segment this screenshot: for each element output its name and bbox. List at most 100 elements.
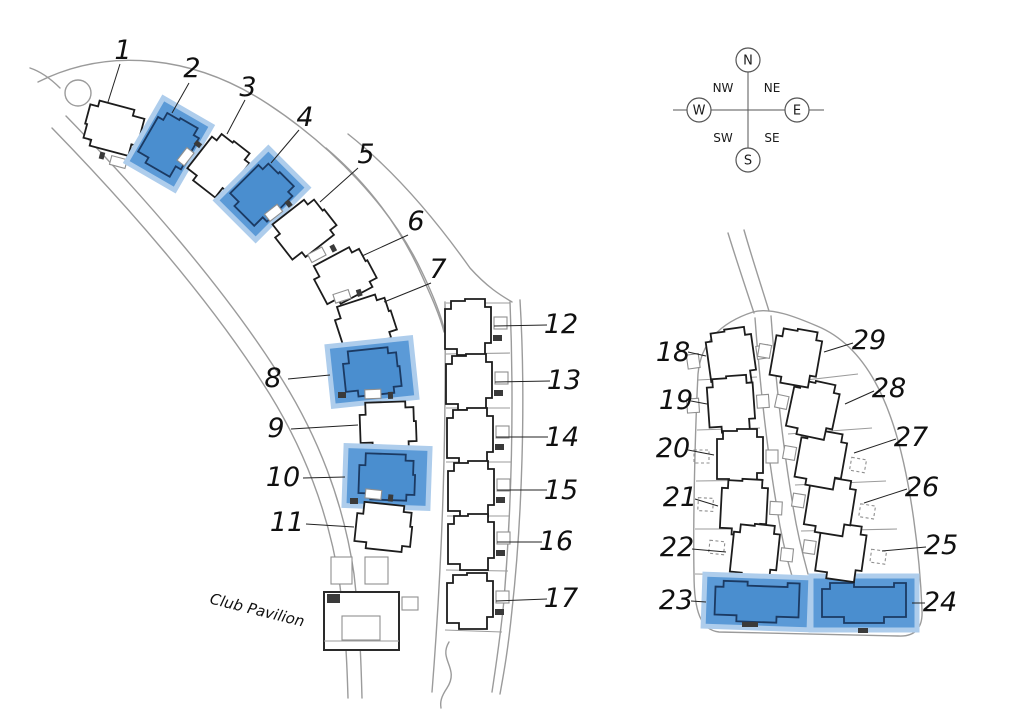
- plot-23[interactable]: [700, 571, 814, 633]
- plot-11[interactable]: [352, 488, 416, 554]
- plot-17-leader: [495, 598, 548, 602]
- plot-23-label: 23: [659, 585, 693, 616]
- plot-8-leader: [287, 374, 331, 380]
- plot-26[interactable]: [788, 472, 879, 540]
- plot-29-leader: [823, 342, 854, 353]
- plot-14-label: 14: [545, 422, 579, 453]
- compass-ne-label: NE: [764, 81, 781, 95]
- plot-19-leader: [690, 400, 708, 405]
- plot-6-drive: [306, 246, 327, 264]
- plot-9-leader: [290, 424, 359, 430]
- plot-15-house: [447, 460, 495, 518]
- plot-12[interactable]: [444, 298, 508, 356]
- plot-22-leader: [691, 548, 727, 553]
- plot-10-label: 10: [266, 462, 300, 493]
- plot-25[interactable]: [799, 519, 889, 586]
- plot-17[interactable]: [446, 572, 510, 630]
- plot-13[interactable]: [445, 353, 509, 411]
- plot-13-leader: [494, 380, 551, 383]
- compass-n-label: N: [743, 54, 753, 69]
- road-bottom-squiggle: [439, 641, 452, 709]
- plot-4[interactable]: [212, 144, 312, 244]
- plot-24[interactable]: [808, 573, 920, 633]
- plot-14[interactable]: [446, 407, 510, 465]
- plot-21[interactable]: [697, 476, 784, 538]
- compass-north-circle: [735, 47, 761, 73]
- plot-1[interactable]: [77, 97, 147, 170]
- utility-mark: [858, 628, 868, 633]
- plot-22-garage: [779, 547, 795, 563]
- compass-nw-label: NW: [713, 81, 734, 95]
- plot-29[interactable]: [754, 323, 825, 390]
- plots-left-crescent: [77, 94, 433, 554]
- club-pavilion-label: Club Pavilion: [208, 590, 306, 631]
- plot-20-garage: [765, 449, 779, 464]
- plot-27-label: 27: [894, 422, 928, 453]
- utility-mark: [350, 498, 358, 504]
- compass-se-label: SE: [764, 131, 779, 145]
- plot-16[interactable]: [447, 513, 511, 571]
- plot-20-label: 20: [656, 433, 690, 464]
- road-entrance-inner: [325, 147, 445, 333]
- plot-4-leader: [270, 129, 300, 164]
- plot-22-patio: [708, 539, 726, 556]
- plot-25-garage: [801, 539, 817, 555]
- plot-21-garage: [769, 500, 783, 516]
- plot-20[interactable]: [693, 428, 779, 486]
- plot-labels: 1 2 3 4 5 6 7 8 9 10 11 12 13 14 15 16 1…: [107, 35, 958, 618]
- plot-3-drive: [176, 146, 195, 167]
- plot-18-store: [685, 352, 701, 370]
- plot-27-leader: [853, 438, 897, 454]
- plot-27-patio: [848, 456, 868, 474]
- plot-9-house: [358, 400, 418, 450]
- plot-19-garage: [755, 393, 770, 409]
- plots-right-section: [685, 323, 920, 633]
- cul-de-sac-circle: [64, 79, 92, 107]
- plot-2[interactable]: [122, 94, 216, 194]
- plot-3[interactable]: [173, 121, 256, 203]
- plot-2-leader: [171, 82, 190, 114]
- pavilion-inner-room: [341, 615, 381, 641]
- plot-12-meter: [493, 335, 502, 341]
- compass-e-label: E: [793, 104, 801, 119]
- plot-14-garage: [495, 425, 510, 439]
- plot-19-label: 19: [659, 385, 693, 416]
- plot-28-label: 28: [872, 373, 906, 404]
- plot-9-meter: [387, 391, 394, 399]
- plot-1-label: 1: [114, 35, 131, 66]
- club-pavilion: Club Pavilion: [208, 556, 419, 651]
- plot-16-house: [447, 513, 495, 571]
- plot-15-meter: [496, 497, 505, 503]
- plot-26-garage: [790, 492, 807, 509]
- plot-16-label: 16: [539, 526, 573, 557]
- plot-7[interactable]: [327, 279, 400, 354]
- plot-20-leader: [687, 449, 715, 456]
- plot-28-house: [783, 375, 843, 443]
- plot-5-drive: [263, 203, 284, 223]
- plot-15-label: 15: [544, 475, 578, 506]
- plot-6[interactable]: [302, 231, 381, 311]
- plot-9[interactable]: [358, 388, 418, 450]
- road-column-right-edge: [491, 301, 513, 693]
- plot-12-leader: [493, 324, 548, 327]
- plot-5-label: 5: [357, 139, 374, 170]
- road-top-access-left: [727, 232, 755, 314]
- plot-5[interactable]: [260, 183, 342, 266]
- plot-17-house: [446, 572, 494, 630]
- plot-29-garage: [756, 342, 773, 360]
- plot-23-leader: [690, 600, 707, 603]
- plot-13-label: 13: [547, 365, 581, 396]
- plot-25-label: 25: [924, 530, 958, 561]
- plot-20-house: [716, 428, 764, 486]
- plot-6-meter: [329, 244, 338, 253]
- road-outer-right-edge: [499, 299, 524, 695]
- compass-s-label: S: [744, 154, 752, 169]
- plot-13-meter: [494, 390, 503, 396]
- plot-14-house: [446, 407, 494, 465]
- plot-28[interactable]: [770, 374, 843, 443]
- compass-south-circle: [735, 147, 761, 173]
- plot-17-garage: [495, 590, 510, 604]
- plot-15[interactable]: [447, 460, 511, 518]
- plot-26-leader: [863, 488, 908, 504]
